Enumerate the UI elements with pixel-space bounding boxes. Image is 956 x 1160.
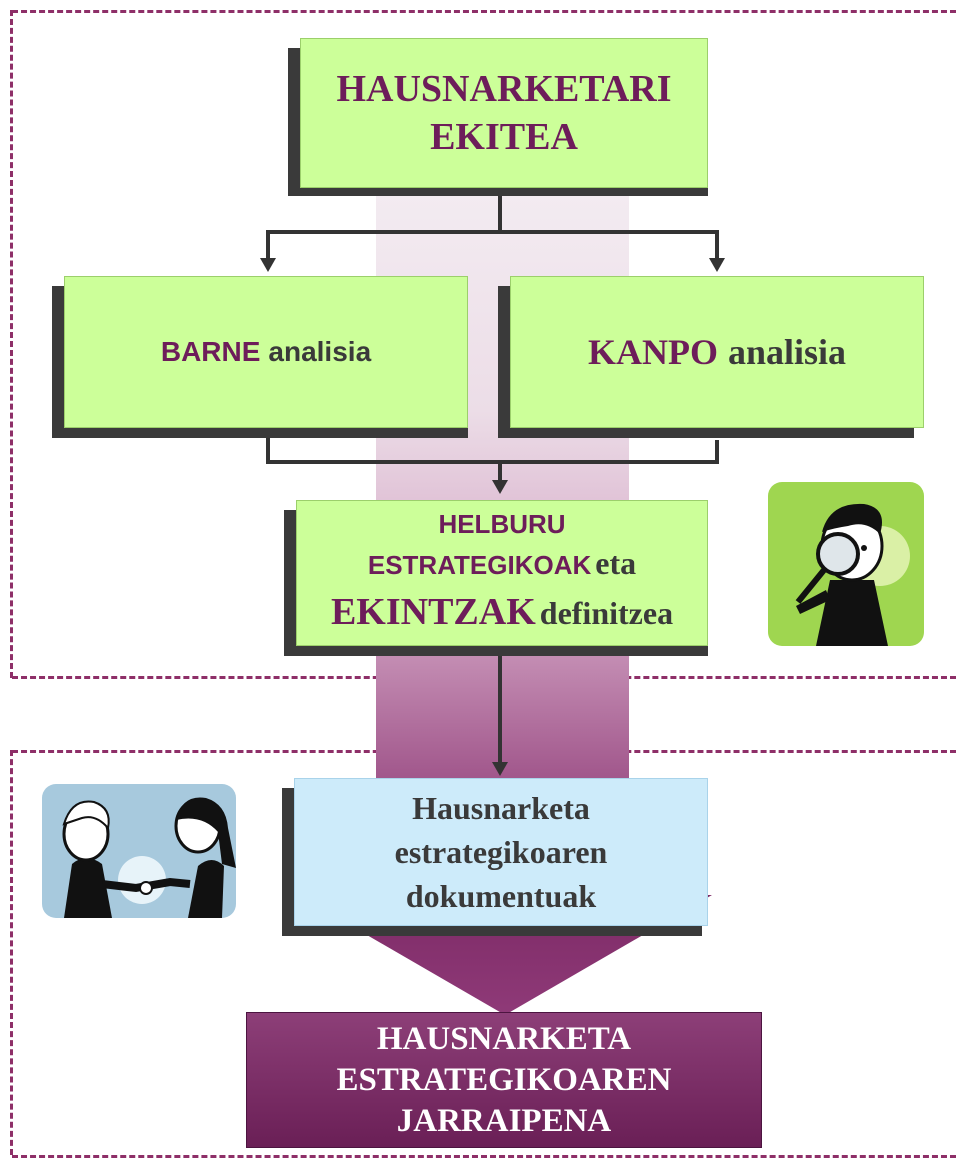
connector-branch-horizontal xyxy=(266,230,719,234)
arrowhead-to-objectives xyxy=(492,480,508,494)
documents-box: Hausnarketa estrategikoaren dokumentuak xyxy=(294,778,708,926)
region-top-dash-top xyxy=(12,10,956,13)
documents-line1: Hausnarketa xyxy=(412,790,590,826)
followup-box: HAUSNARKETA ESTRATEGIKOAREN JARRAIPENA xyxy=(246,1012,762,1148)
connector-merge-down xyxy=(498,460,502,482)
connector-branch-right xyxy=(715,230,719,260)
followup-line1: HAUSNARKETA xyxy=(376,1020,632,1057)
internal-analysis-box: BARNE analisia xyxy=(64,276,468,428)
followup-line3: JARRAIPENA xyxy=(396,1102,612,1139)
start-box-line2: EKITEA xyxy=(430,116,578,158)
objectives-line2-keyword: ESTRATEGIKOAK xyxy=(367,549,592,580)
handshake-icon xyxy=(42,784,236,918)
external-keyword: KANPO xyxy=(587,332,718,372)
connector-objectives-down xyxy=(498,652,502,764)
objectives-box: HELBURU ESTRATEGIKOAK eta EKINTZAK defin… xyxy=(296,500,708,646)
connector-start-down xyxy=(498,196,502,232)
start-box: HAUSNARKETARI EKITEA xyxy=(300,38,708,188)
objectives-line2-rest: eta xyxy=(595,544,637,581)
internal-keyword: BARNE xyxy=(160,336,261,367)
connector-branch-left xyxy=(266,230,270,260)
magnifier-person-icon xyxy=(768,482,924,646)
external-rest: analisia xyxy=(727,332,847,372)
start-box-line1: HAUSNARKETARI xyxy=(336,68,672,110)
documents-line3: dokumentuak xyxy=(405,878,597,914)
arrowhead-to-internal xyxy=(260,258,276,272)
connector-external-down xyxy=(715,440,719,464)
objectives-line3-keyword: EKINTZAK xyxy=(330,590,536,633)
external-analysis-box: KANPO analisia xyxy=(510,276,924,428)
arrowhead-to-external xyxy=(709,258,725,272)
region-bottom-dash-left xyxy=(10,750,13,1155)
connector-internal-down xyxy=(266,432,270,464)
objectives-line3-rest: definitzea xyxy=(539,594,674,631)
region-bottom-dash-bottom xyxy=(12,1155,956,1158)
documents-line2: estrategikoaren xyxy=(394,834,608,870)
followup-line2: ESTRATEGIKOAREN xyxy=(336,1061,672,1098)
region-top-dash-left xyxy=(10,10,13,678)
internal-rest: analisia xyxy=(268,336,372,367)
objectives-line1: HELBURU xyxy=(438,508,566,539)
arrowhead-to-documents xyxy=(492,762,508,776)
connector-merge-horizontal xyxy=(266,460,719,464)
